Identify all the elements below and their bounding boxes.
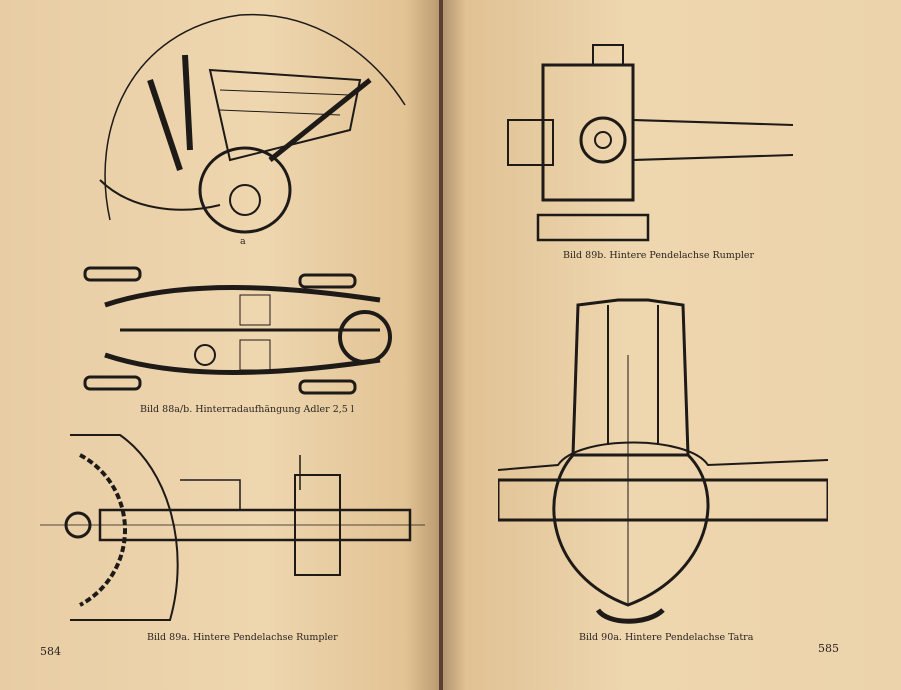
figure-89b-rumpler-axle-drawing [507, 44, 794, 242]
figure-90a-tatra-axle-drawing [498, 298, 828, 624]
caption-figure-89b: Bild 89b. Hintere Pendelachse Rumpler [563, 250, 755, 261]
page-number-right: 585 [818, 642, 839, 655]
figure-88b-chassis-drawing [83, 266, 392, 395]
figure-88a-suspension-drawing [99, 13, 406, 234]
caption-figure-90a: Bild 90a. Hintere Pendelachse Tatra [579, 632, 754, 643]
page-number-left: 584 [40, 645, 61, 658]
right-page: Bild 89b. Hintere Pendelachse Rumpler Bi… [443, 0, 901, 690]
book-gutter [439, 0, 445, 690]
figure-89a-rumpler-axle-drawing [40, 434, 425, 621]
left-page: a Bild 88a/b. Hinterradaufhängung Adler … [0, 0, 441, 690]
caption-figure-89a: Bild 89a. Hintere Pendelachse Rumpler [147, 632, 338, 643]
figure-88a-label: a [240, 236, 246, 247]
caption-figure-88: Bild 88a/b. Hinterradaufhängung Adler 2,… [140, 404, 354, 415]
